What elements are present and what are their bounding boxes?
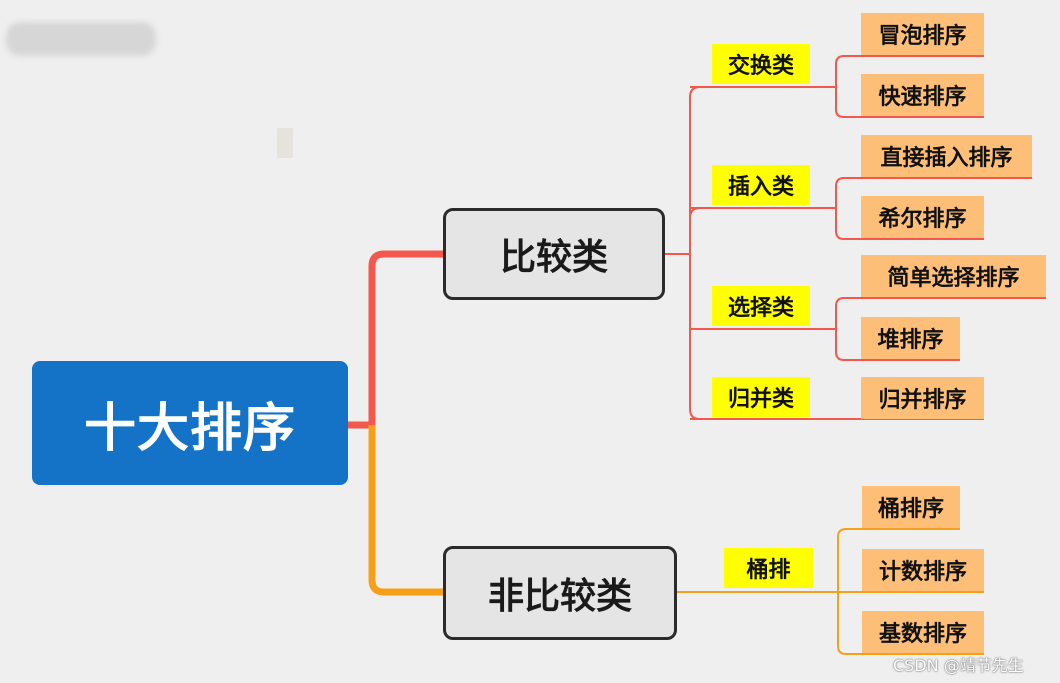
category-bucket: 桶排 [724, 548, 813, 588]
category-selection: 选择类 [712, 286, 810, 326]
watermark: CSDN @靖节先生 [893, 656, 1024, 675]
insertion-to-leaves [835, 177, 1032, 240]
comparison-to-insertion-line [689, 207, 836, 219]
leaf-selection-sort: 简单选择排序 [861, 255, 1046, 297]
exchange-to-leaves [835, 55, 984, 118]
category-merge: 归并类 [712, 377, 810, 417]
blurred-avatar-region [6, 22, 156, 56]
bucket-to-leaves [837, 528, 984, 655]
leaf-merge-sort: 归并排序 [861, 377, 984, 419]
category-insertion: 插入类 [712, 165, 810, 205]
root-to-non-comparison-line [368, 425, 444, 596]
category-exchange: 交换类 [712, 44, 810, 84]
comparison-trunk [664, 86, 701, 420]
root-node: 十大排序 [32, 361, 348, 485]
leaf-counting-sort: 计数排序 [862, 549, 984, 591]
decorative-mark [277, 128, 293, 158]
branch-comparison: 比较类 [443, 208, 665, 300]
leaf-radix-sort: 基数排序 [862, 611, 984, 653]
leaf-bucket-sort: 桶排序 [862, 486, 960, 528]
root-to-comparison-line [348, 250, 444, 429]
leaf-shell-sort: 希尔排序 [861, 196, 984, 238]
leaf-insertion-sort: 直接插入排序 [861, 135, 1032, 177]
branch-non-comparison: 非比较类 [443, 546, 677, 640]
leaf-bubble-sort: 冒泡排序 [861, 13, 984, 55]
leaf-quick-sort: 快速排序 [861, 74, 984, 116]
leaf-heap-sort: 堆排序 [861, 317, 960, 359]
selection-to-leaves [835, 297, 1046, 361]
